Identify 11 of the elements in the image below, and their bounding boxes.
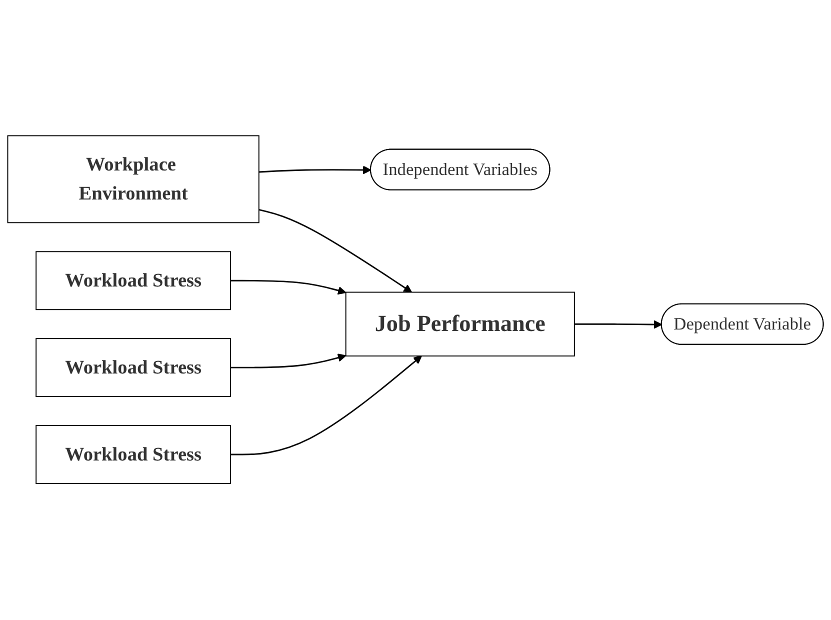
arrow bbox=[230, 356, 422, 456]
arrow bbox=[258, 209, 412, 293]
arrow bbox=[574, 320, 662, 330]
node-box: Workload Stress bbox=[36, 252, 232, 310]
node-box: Workplace Environment bbox=[7, 136, 260, 224]
arrow bbox=[230, 354, 346, 369]
node-box: Job Performance bbox=[345, 292, 575, 357]
node-box: Workload Stress bbox=[36, 338, 232, 398]
arrow bbox=[258, 166, 372, 175]
node-box: Workload Stress bbox=[36, 425, 232, 484]
arrow bbox=[230, 280, 346, 296]
